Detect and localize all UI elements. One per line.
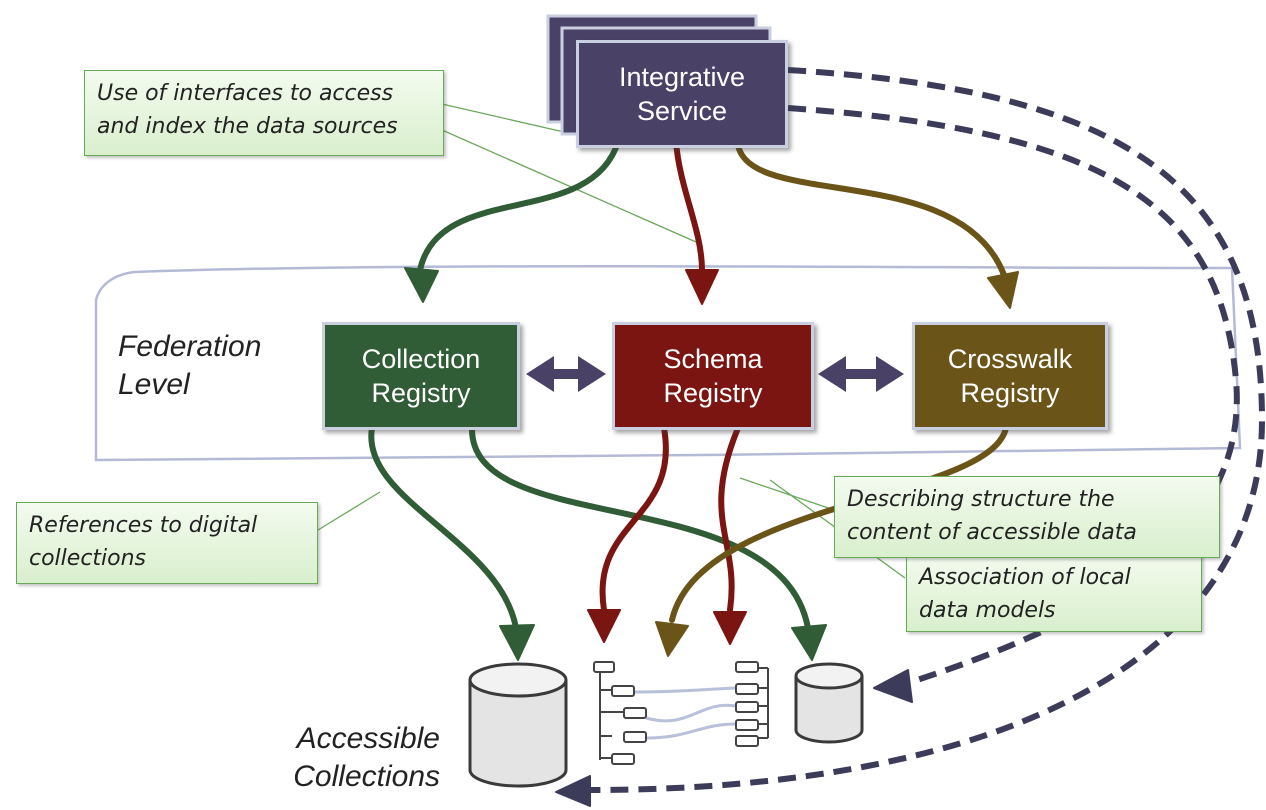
note-interfaces-line2: and index the data sources	[97, 114, 398, 139]
note-describing: Describing structure the content of acce…	[834, 476, 1220, 558]
integrative-service-box: Integrative Service	[576, 40, 788, 148]
federation-level-label: Federation Level	[118, 328, 261, 404]
federation-level-frame	[94, 264, 1242, 462]
note-interfaces-line1: Use of interfaces to access	[97, 81, 394, 106]
accessible-collections-line2: Collections	[293, 760, 440, 793]
service-arrow-collection	[404, 139, 621, 303]
schema-crosswalk-link	[818, 356, 904, 392]
crosswalk-registry-box: Crosswalk Registry	[912, 322, 1108, 430]
collection-registry-line1: Collection	[361, 344, 481, 374]
note-describing-line1: Describing structure the	[847, 487, 1115, 512]
schema-registry-box: Schema Registry	[612, 322, 814, 430]
schema-registry-line1: Schema	[663, 344, 763, 374]
federation-level-line2: Level	[118, 368, 190, 401]
note-association-line2: data models	[919, 598, 1056, 623]
schema-arrow-model-left	[587, 425, 669, 643]
collection-arrow-db-left	[368, 425, 535, 661]
schema-registry-line2: Registry	[663, 378, 763, 408]
schema-arrow-model-right	[713, 425, 747, 645]
collection-registry-box: Collection Registry	[322, 322, 520, 430]
integrative-service-line1: Integrative	[618, 62, 746, 92]
federation-level-line1: Federation	[118, 330, 262, 363]
crosswalk-registry-line2: Registry	[960, 378, 1060, 408]
collection-arrow-db-right	[468, 425, 827, 661]
service-arrow-schema	[673, 139, 719, 305]
accessible-collections-line1: Accessible	[296, 722, 440, 755]
data-model-mapping-icon	[593, 661, 769, 765]
database-right-icon	[794, 662, 864, 744]
note-references-line1: References to digital	[29, 513, 258, 538]
note-association: Association of local data models	[906, 552, 1202, 632]
note-references-line2: collections	[29, 546, 147, 571]
accessible-collections-label: Accessible Collections	[272, 720, 440, 796]
note-references: References to digital collections	[16, 502, 318, 584]
database-left-icon	[468, 662, 568, 788]
service-arrow-crosswalk	[735, 142, 1019, 309]
integrative-service-line2: Service	[636, 96, 728, 126]
collection-schema-link	[526, 356, 606, 392]
note-interfaces: Use of interfaces to access and index th…	[84, 70, 444, 156]
collection-registry-line2: Registry	[371, 378, 471, 408]
crosswalk-registry-line1: Crosswalk	[947, 344, 1073, 374]
service-dashed-arrow-accessible-collections	[555, 67, 1266, 807]
note-describing-line2: content of accessible data	[847, 520, 1137, 545]
note-association-line1: Association of local	[919, 565, 1131, 590]
